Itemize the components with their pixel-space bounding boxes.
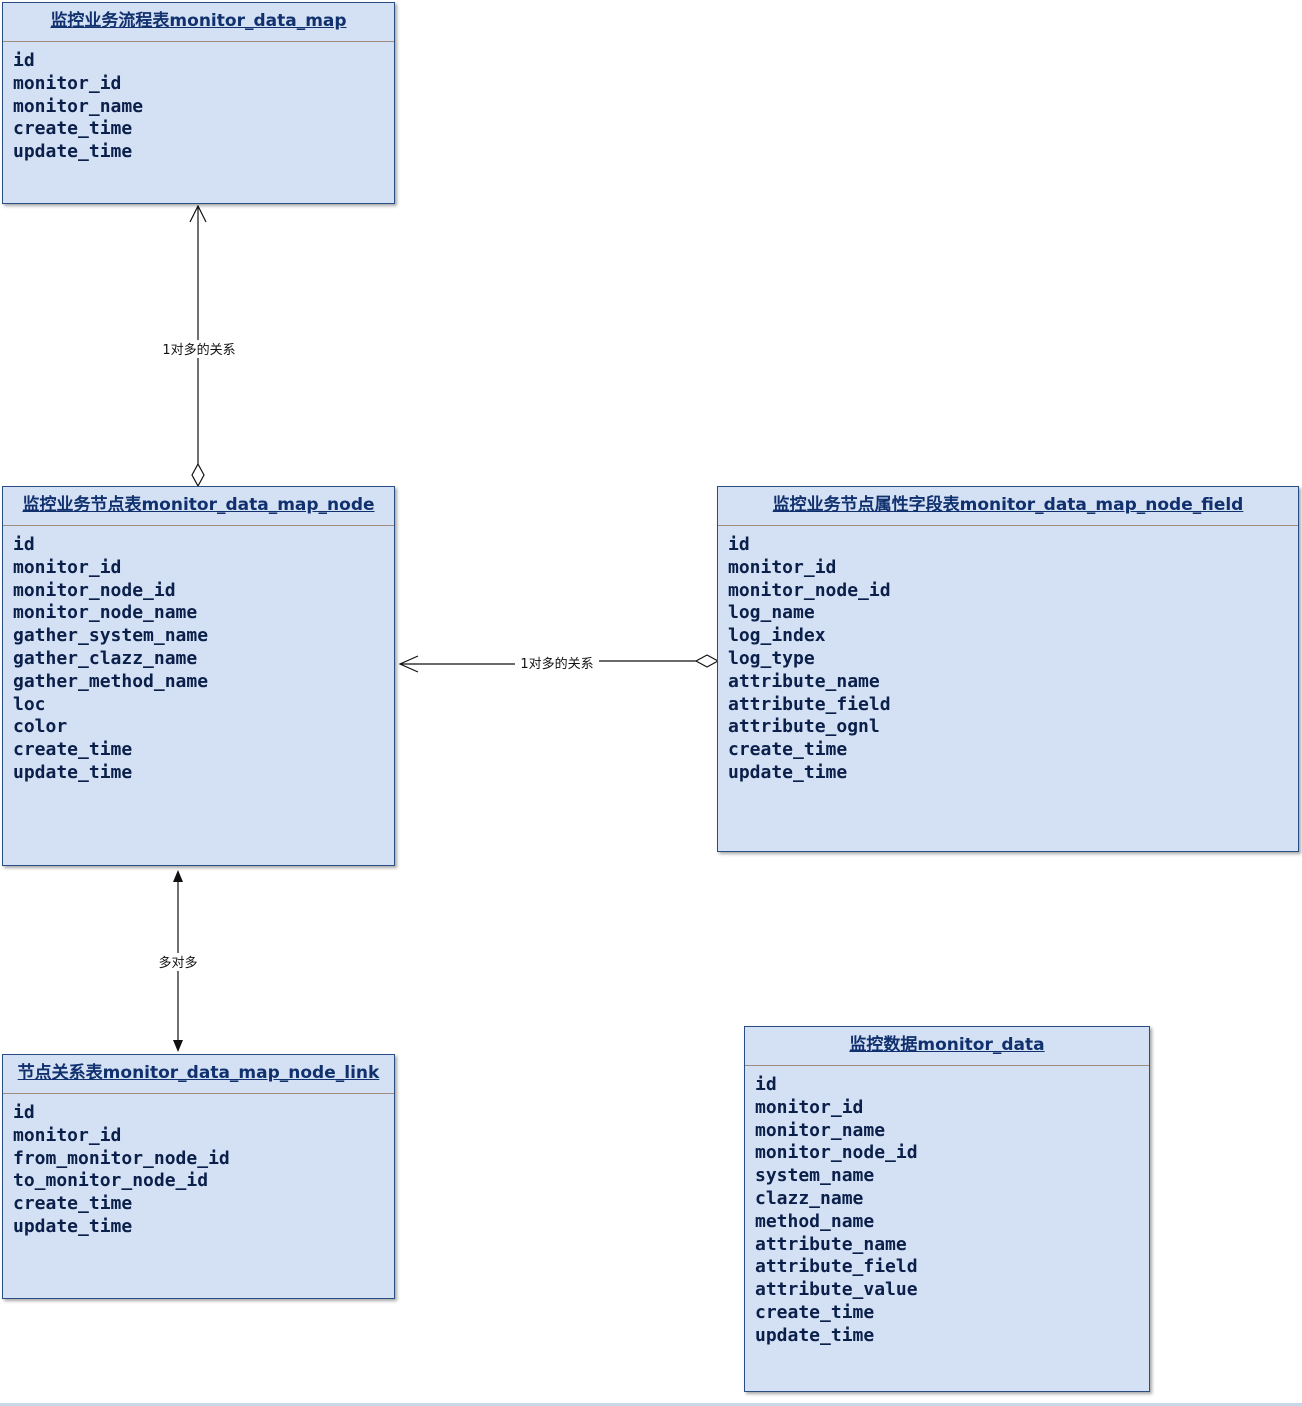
aggregation-diamond-icon — [694, 654, 720, 668]
field-log-index: log_index — [728, 625, 826, 647]
field-id: id — [13, 1102, 35, 1123]
open-arrow-head-icon — [189, 204, 207, 223]
field-update-time: update_time — [13, 761, 133, 783]
field-log-type: log_type — [728, 647, 815, 669]
field-clazz-name: clazz_name — [755, 1187, 864, 1209]
entity-monitor-data-map-node-link[interactable]: 节点关系表monitor_data_map_node_link id monit… — [2, 1054, 395, 1299]
field-gather-clazz-name: gather_clazz_name — [13, 647, 198, 669]
aggregation-diamond-icon — [191, 462, 205, 488]
field-monitor-id: monitor_id — [13, 72, 122, 94]
entity-monitor-data[interactable]: 监控数据monitor_data id monitor_id monitor_n… — [744, 1026, 1150, 1392]
field-monitor-name: monitor_name — [755, 1119, 886, 1141]
field-monitor-node-id: monitor_node_id — [755, 1142, 918, 1164]
entity-monitor-data-map[interactable]: 监控业务流程表monitor_data_map id monitor_id mo… — [2, 2, 395, 204]
field-monitor-node-id: monitor_node_id — [13, 579, 176, 601]
relation-label-node-link: 多对多 — [158, 955, 197, 971]
entity-title: 监控业务节点表monitor_data_map_node — [3, 487, 394, 526]
field-loc: loc — [13, 693, 46, 715]
entity-title: 监控数据monitor_data — [745, 1027, 1149, 1066]
entity-monitor-data-map-node-field[interactable]: 监控业务节点属性字段表monitor_data_map_node_field i… — [717, 486, 1299, 852]
field-to-monitor-node-id: to_monitor_node_id — [13, 1170, 209, 1192]
field-attribute-value: attribute_value — [755, 1279, 918, 1301]
entity-monitor-data-map-node[interactable]: 监控业务节点表monitor_data_map_node id monitor_… — [2, 486, 395, 866]
field-id: id — [755, 1074, 777, 1095]
field-list: id monitor_id monitor_node_id monitor_no… — [3, 526, 394, 785]
field-color: color — [13, 716, 68, 738]
relation-label-map-node: 1对多的关系 — [162, 342, 235, 358]
field-attribute-field: attribute_field — [755, 1256, 918, 1278]
field-id: id — [728, 534, 750, 555]
field-attribute-name: attribute_name — [728, 670, 880, 692]
field-list: id monitor_id monitor_name monitor_node_… — [745, 1066, 1149, 1348]
open-arrow-head-icon — [398, 655, 419, 673]
field-update-time: update_time — [13, 141, 133, 163]
field-monitor-id: monitor_id — [755, 1096, 864, 1118]
field-update-time: update_time — [755, 1324, 875, 1346]
relation-node-to-link[interactable]: 多对多 — [154, 870, 202, 1052]
relation-label-node-field: 1对多的关系 — [520, 656, 593, 672]
filled-arrow-head-icon — [173, 1040, 183, 1052]
field-create-time: create_time — [13, 118, 133, 140]
field-create-time: create_time — [755, 1301, 875, 1323]
field-id: id — [13, 50, 35, 71]
field-monitor-id: monitor_id — [728, 556, 837, 578]
filled-arrow-head-icon — [173, 870, 183, 882]
field-update-time: update_time — [13, 1215, 133, 1237]
field-id: id — [13, 534, 35, 555]
entity-title: 节点关系表monitor_data_map_node_link — [3, 1055, 394, 1094]
field-monitor-id: monitor_id — [13, 556, 122, 578]
field-list: id monitor_id monitor_node_id log_name l… — [718, 526, 1298, 785]
entity-title: 监控业务流程表monitor_data_map — [3, 3, 394, 42]
field-monitor-id: monitor_id — [13, 1124, 122, 1146]
field-log-name: log_name — [728, 602, 815, 624]
field-attribute-field: attribute_field — [728, 693, 891, 715]
canvas-bottom-divider — [0, 1403, 1302, 1406]
field-create-time: create_time — [13, 739, 133, 761]
field-list: id monitor_id from_monitor_node_id to_mo… — [3, 1094, 394, 1239]
field-list: id monitor_id monitor_name create_time u… — [3, 42, 394, 164]
field-system-name: system_name — [755, 1165, 875, 1187]
field-from-monitor-node-id: from_monitor_node_id — [13, 1147, 230, 1169]
field-attribute-name: attribute_name — [755, 1233, 907, 1255]
field-gather-system-name: gather_system_name — [13, 625, 209, 647]
field-monitor-node-name: monitor_node_name — [13, 602, 198, 624]
field-monitor-node-id: monitor_node_id — [728, 579, 891, 601]
field-create-time: create_time — [13, 1193, 133, 1215]
field-method-name: method_name — [755, 1210, 875, 1232]
field-gather-method-name: gather_method_name — [13, 670, 209, 692]
relation-map-to-node[interactable]: 1对多的关系 — [157, 204, 241, 488]
field-update-time: update_time — [728, 761, 848, 783]
entity-title: 监控业务节点属性字段表monitor_data_map_node_field — [718, 487, 1298, 526]
field-attribute-ognl: attribute_ognl — [728, 716, 880, 738]
field-create-time: create_time — [728, 739, 848, 761]
field-monitor-name: monitor_name — [13, 95, 144, 117]
relation-node-field-to-node[interactable]: 1对多的关系 — [398, 654, 720, 673]
